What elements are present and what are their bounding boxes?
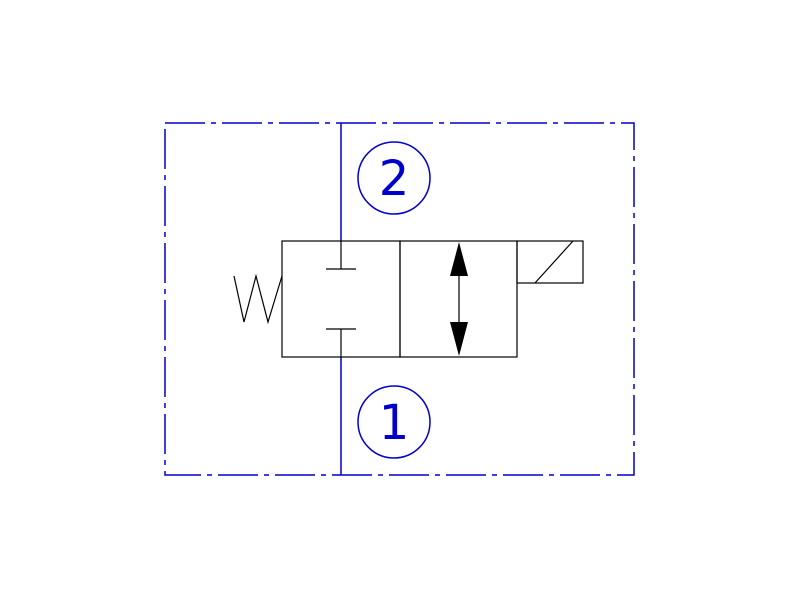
port-2-label: 2 xyxy=(379,151,410,207)
flow-arrow-icon xyxy=(450,242,468,356)
spring-icon xyxy=(233,273,283,325)
valve-box-flow xyxy=(399,240,518,358)
port-2-marker: 2 xyxy=(357,141,431,215)
port-1-label: 1 xyxy=(379,395,410,451)
solenoid-icon xyxy=(516,240,584,284)
blocked-port-symbols xyxy=(326,241,356,357)
port-1-marker: 1 xyxy=(357,385,431,459)
port-2-circle xyxy=(357,141,431,215)
port-1-circle xyxy=(357,385,431,459)
enclosure-boundary xyxy=(164,122,635,476)
